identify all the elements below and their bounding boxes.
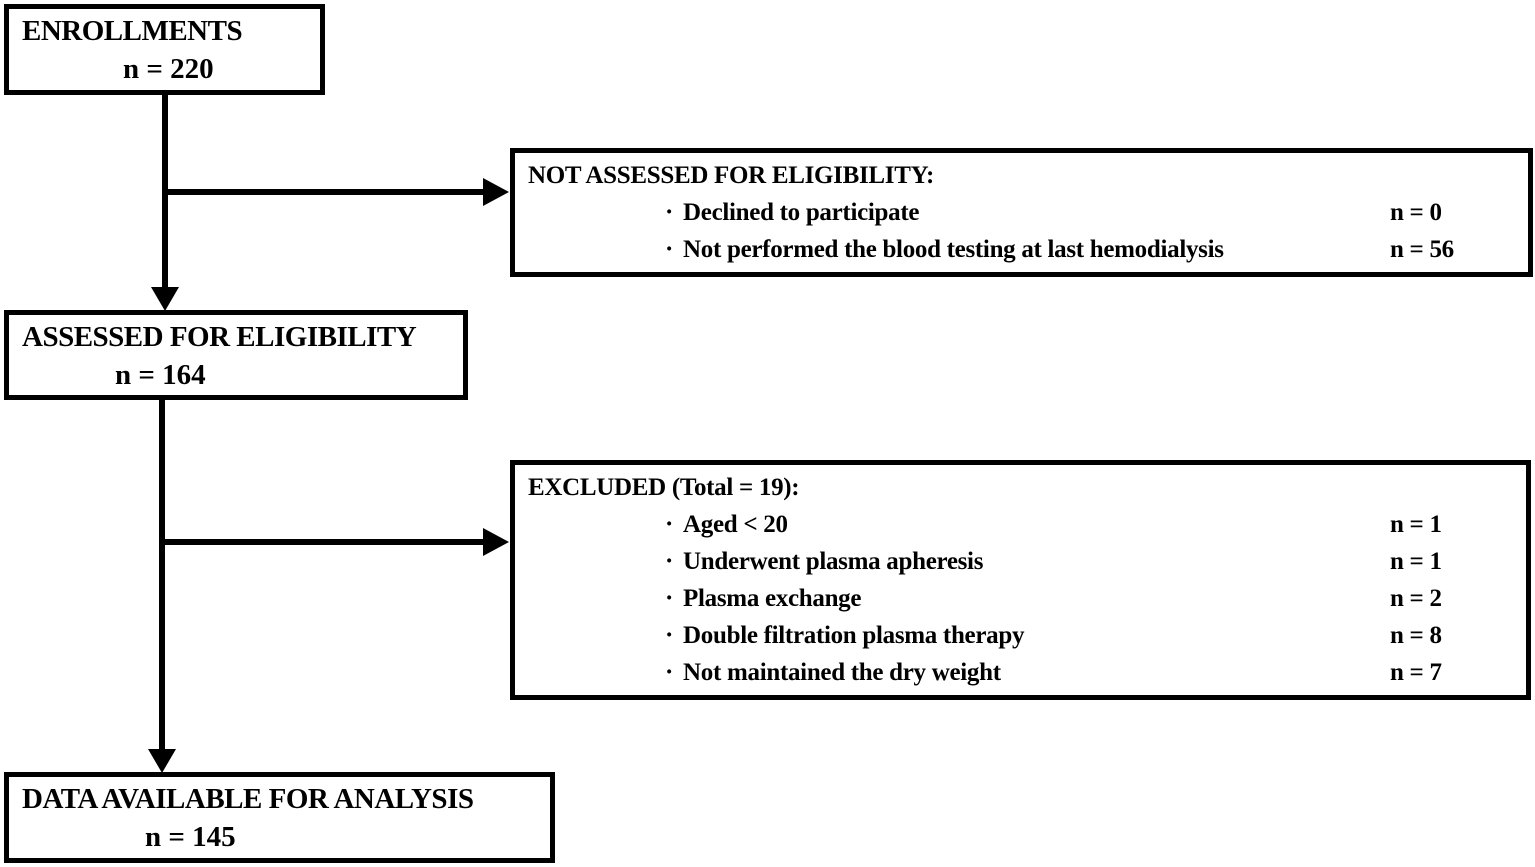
- arrowhead-right-excluded-icon: [483, 528, 509, 556]
- node-enrollments-count: n = 220: [123, 53, 214, 85]
- connector-assessed-analysis: [159, 399, 165, 750]
- node-assessed-count: n = 164: [115, 359, 206, 391]
- row-label: Not maintained the dry weight: [683, 659, 1001, 686]
- node-enrollments: ENROLLMENTS n = 220: [4, 4, 325, 95]
- excluded-row: · Not maintained the dry weight n = 7: [515, 654, 1526, 691]
- bullet-icon: ·: [665, 585, 674, 612]
- excluded-row: · Plasma exchange n = 2: [515, 580, 1526, 617]
- bullet-icon: ·: [665, 236, 674, 263]
- node-enrollments-title: ENROLLMENTS: [22, 15, 243, 47]
- row-count: n = 8: [1390, 622, 1442, 649]
- excluded-row: · Aged < 20 n = 1: [515, 506, 1526, 543]
- row-label: Plasma exchange: [683, 585, 862, 612]
- node-assessed: ASSESSED FOR ELIGIBILITY n = 164: [4, 310, 468, 400]
- row-count: n = 7: [1390, 659, 1442, 686]
- node-analysis: DATA AVAILABLE FOR ANALYSIS n = 145: [4, 772, 555, 863]
- row-label: Not performed the blood testing at last …: [683, 236, 1224, 263]
- bullet-icon: ·: [665, 511, 674, 538]
- connector-branch-not-assessed: [163, 189, 485, 195]
- excluded-row: · Double filtration plasma therapy n = 8: [515, 617, 1526, 654]
- row-count: n = 1: [1390, 548, 1442, 575]
- row-count: n = 2: [1390, 585, 1442, 612]
- bullet-icon: ·: [665, 622, 674, 649]
- bullet-icon: ·: [665, 548, 674, 575]
- row-count: n = 1: [1390, 511, 1442, 538]
- node-not-assessed-title: NOT ASSESSED FOR ELIGIBILITY:: [528, 162, 935, 189]
- excluded-row: · Underwent plasma apheresis n = 1: [515, 543, 1526, 580]
- node-not-assessed: NOT ASSESSED FOR ELIGIBILITY: · Declined …: [510, 148, 1533, 277]
- row-count: n = 0: [1390, 199, 1442, 226]
- bullet-icon: ·: [665, 199, 674, 226]
- arrowhead-down-analysis-icon: [148, 749, 176, 773]
- row-label: Double filtration plasma therapy: [683, 622, 1025, 649]
- arrowhead-right-not-assessed-icon: [483, 178, 509, 206]
- node-analysis-title: DATA AVAILABLE FOR ANALYSIS: [22, 783, 474, 815]
- node-excluded: EXCLUDED (Total = 19): ·Aged < 20 n = 1 …: [510, 460, 1531, 700]
- node-excluded-title: EXCLUDED (Total = 19):: [528, 474, 800, 501]
- arrowhead-down-assessed-icon: [151, 287, 179, 311]
- row-label: Aged < 20: [683, 511, 788, 538]
- node-assessed-title: ASSESSED FOR ELIGIBILITY: [22, 321, 417, 353]
- row-label: Declined to participate: [683, 199, 920, 226]
- node-analysis-count: n = 145: [145, 821, 236, 853]
- not-assessed-row: · Declined to participate n = 0: [515, 194, 1528, 231]
- row-count: n = 56: [1390, 236, 1454, 263]
- row-label: Underwent plasma apheresis: [683, 548, 984, 575]
- connector-branch-excluded: [160, 539, 484, 545]
- not-assessed-row: · Not performed the blood testing at last…: [515, 231, 1528, 268]
- bullet-icon: ·: [665, 659, 674, 686]
